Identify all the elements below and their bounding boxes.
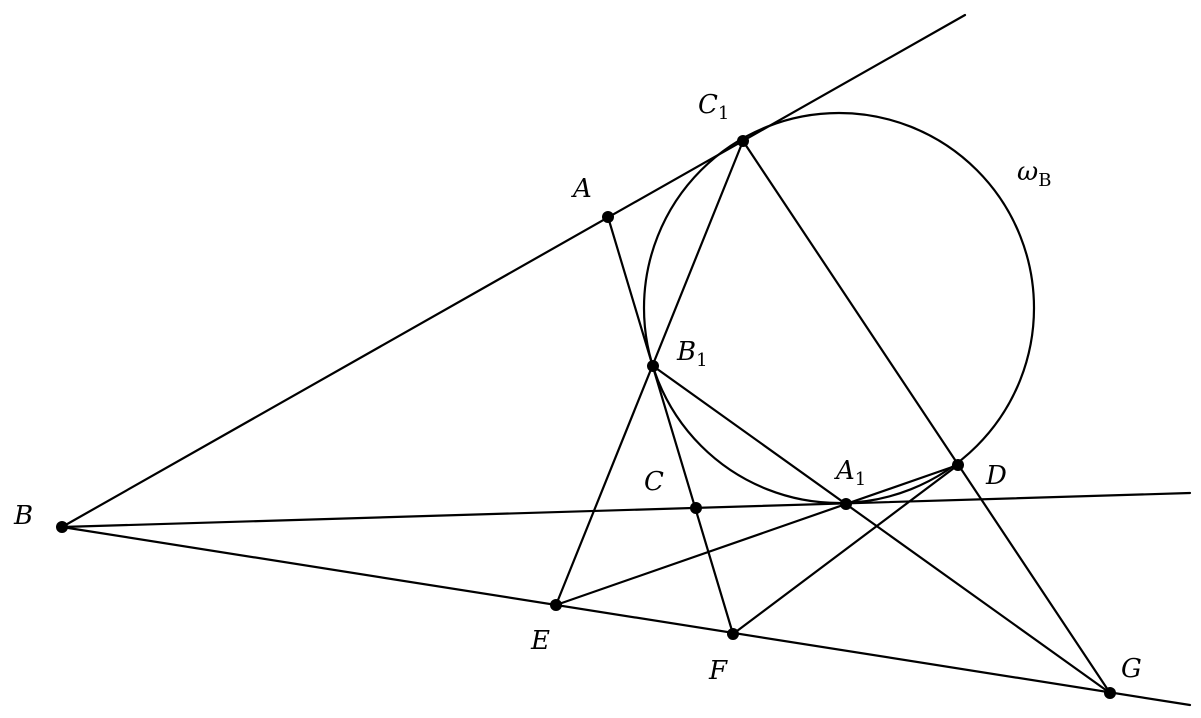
point-c (690, 502, 702, 514)
point-a (602, 211, 614, 223)
segment-e-d (554, 463, 960, 607)
label-e: E (530, 626, 550, 656)
point-e (550, 599, 562, 611)
line-ray-ba (60, 13, 967, 529)
label-b1: B1 (676, 337, 708, 371)
point-g (1104, 687, 1116, 699)
point-b (56, 521, 68, 533)
label-a: A (571, 174, 592, 204)
segment-f-d (731, 463, 960, 636)
point-f (727, 628, 739, 640)
segment-c1-g (741, 139, 1112, 695)
label-a1: A1 (834, 456, 866, 490)
label-omega-b: ωB (1017, 157, 1051, 191)
line-ray-bc (60, 491, 1192, 529)
label-g: G (1121, 654, 1142, 684)
point-c1 (737, 135, 749, 147)
segment-b1-g (651, 364, 1112, 695)
label-b: B (13, 501, 33, 531)
point-d (952, 459, 964, 471)
point-a1 (840, 498, 852, 510)
label-c1: C1 (698, 90, 729, 124)
segment-a-f (606, 215, 735, 636)
label-c: C (644, 467, 664, 497)
label-f: F (708, 656, 728, 686)
point-b1 (647, 360, 659, 372)
circle-omega-b (642, 111, 1036, 505)
line-ray-bg (60, 525, 1192, 707)
segment-c1-e (554, 139, 745, 607)
label-d: D (985, 461, 1007, 491)
